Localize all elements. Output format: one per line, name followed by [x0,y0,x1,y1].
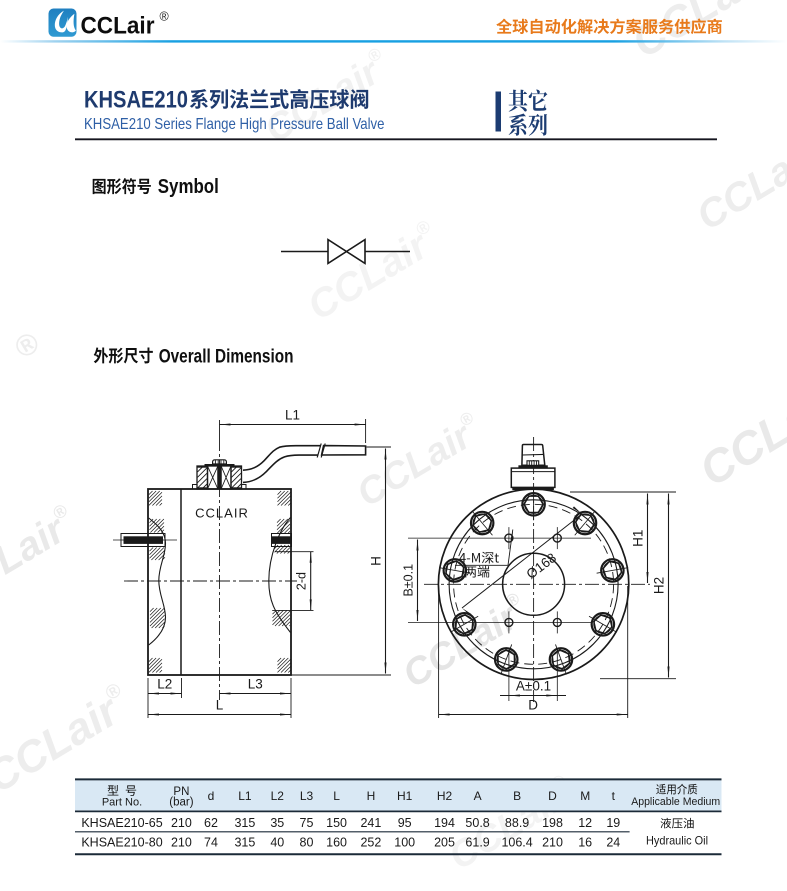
svg-text:40: 40 [270,836,284,850]
svg-text:74: 74 [204,836,218,850]
svg-text:L: L [333,789,340,803]
svg-text:D: D [528,698,538,713]
svg-text:198: 198 [542,816,563,830]
svg-text:L3: L3 [248,677,263,692]
svg-text:KHSAE210: KHSAE210 [84,87,188,114]
svg-text:88.9: 88.9 [505,816,529,830]
svg-text:210: 210 [542,836,563,850]
svg-text:L: L [216,698,224,713]
svg-text:100: 100 [394,836,415,850]
svg-text:Overall Dimension: Overall Dimension [159,347,294,368]
svg-text:315: 315 [234,836,255,850]
svg-text:M: M [580,789,590,803]
svg-text:KHSAE210-80: KHSAE210-80 [81,836,162,850]
svg-text:241: 241 [360,816,381,830]
svg-text:A±0.1: A±0.1 [516,679,551,694]
svg-text:2-d: 2-d [295,572,309,590]
svg-text:L1: L1 [285,408,300,423]
svg-text:d: d [208,789,215,803]
svg-text:H1: H1 [631,530,646,547]
svg-text:315: 315 [234,816,255,830]
svg-text:Applicable Medium: Applicable Medium [631,796,720,808]
svg-text:t: t [612,789,616,803]
svg-text:19: 19 [606,816,620,830]
svg-text:(bar): (bar) [169,797,193,809]
svg-text:H2: H2 [437,789,453,803]
svg-text:252: 252 [360,836,381,850]
svg-text:16: 16 [578,836,592,850]
svg-text:61.9: 61.9 [465,836,489,850]
svg-text:75: 75 [300,816,314,830]
svg-text:H2: H2 [652,577,667,594]
svg-text:H: H [367,789,376,803]
svg-text:106.4: 106.4 [501,836,532,850]
svg-text:Symbol: Symbol [158,176,219,198]
svg-text:L2: L2 [157,677,172,692]
svg-text:B: B [513,789,521,803]
svg-text:H: H [369,556,384,566]
svg-text:®: ® [160,10,170,24]
svg-text:12: 12 [578,816,592,830]
svg-text:L3: L3 [300,789,314,803]
svg-text:80: 80 [300,836,314,850]
svg-text:B±0.1: B±0.1 [402,564,416,597]
svg-text:205: 205 [434,836,455,850]
svg-text:62: 62 [204,816,218,830]
svg-text:210: 210 [171,836,192,850]
svg-text:KHSAE210-65: KHSAE210-65 [81,816,162,830]
svg-text:Part No.: Part No. [102,797,142,809]
svg-text:24: 24 [606,836,620,850]
svg-text:50.8: 50.8 [465,816,489,830]
svg-text:CCLAIR: CCLAIR [195,506,249,521]
svg-text:L2: L2 [271,789,285,803]
svg-text:Hydraulic Oil: Hydraulic Oil [646,834,708,848]
svg-text:95: 95 [398,816,412,830]
svg-text:150: 150 [326,816,347,830]
svg-text:160: 160 [326,836,347,850]
svg-text:35: 35 [270,816,284,830]
svg-text:CCLair: CCLair [81,12,155,39]
svg-text:KHSAE210 Series Flange High Pr: KHSAE210 Series Flange High Pressure Bal… [84,116,385,133]
svg-text:L1: L1 [238,789,252,803]
svg-text:PN: PN [173,786,189,798]
svg-text:H1: H1 [397,789,413,803]
svg-text:D: D [548,789,557,803]
svg-text:210: 210 [171,816,192,830]
svg-text:A: A [474,789,482,803]
svg-text:194: 194 [434,816,455,830]
